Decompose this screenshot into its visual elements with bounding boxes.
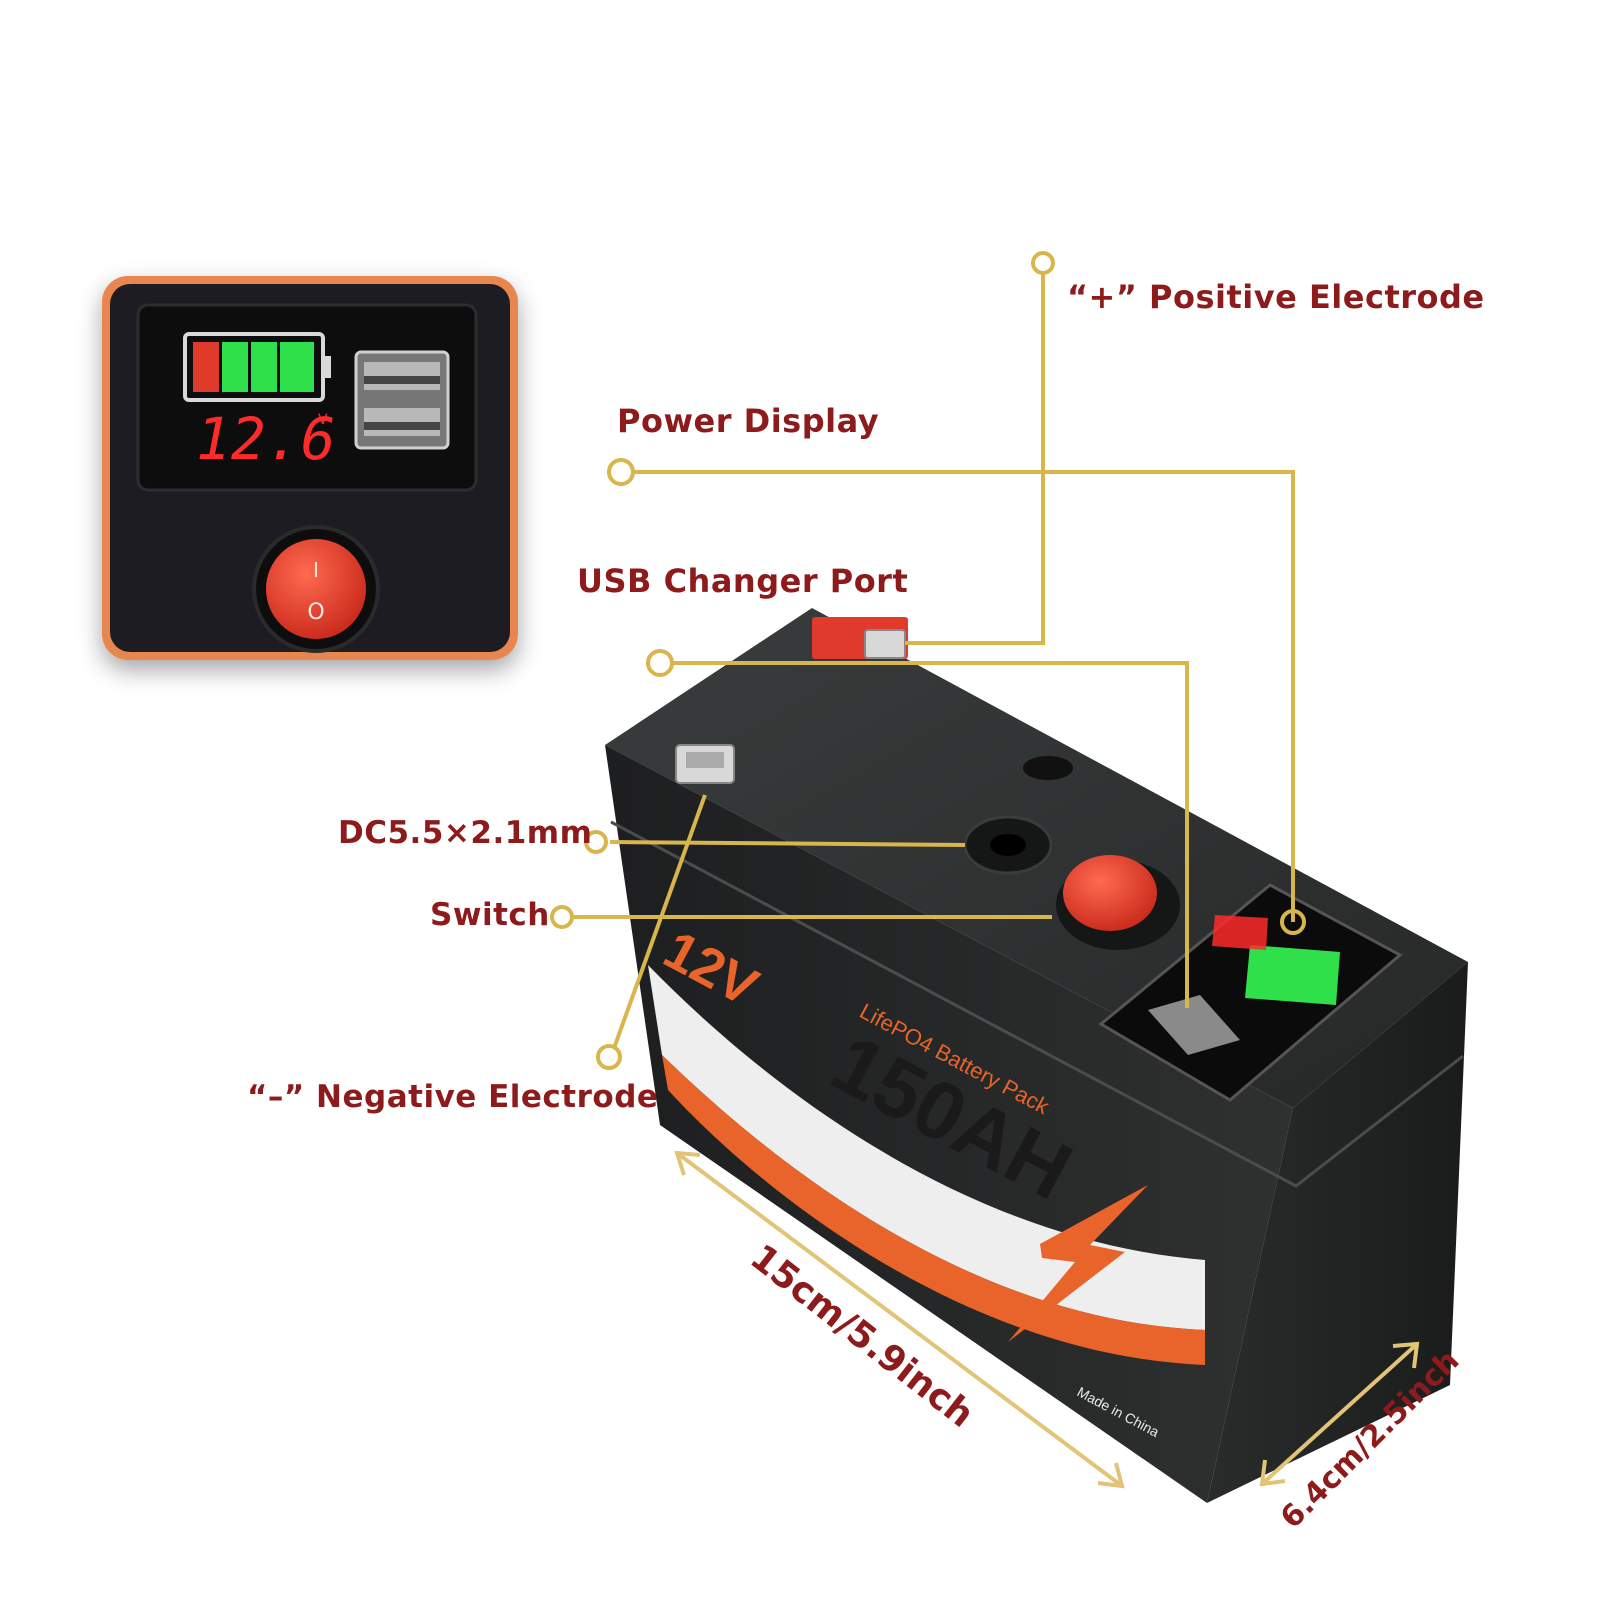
leader-negative: [611, 794, 707, 1052]
leader-dot-dc: [584, 830, 608, 854]
length-arrow: [675, 1151, 1124, 1488]
negative-electrode-label: “–” Negative Electrode: [247, 1079, 659, 1115]
bolt-logo-icon: [1008, 1185, 1148, 1342]
leader-usb: [673, 661, 1189, 1008]
usb-port-label: USB Changer Port: [577, 562, 909, 600]
leader-positive: [905, 272, 1045, 645]
leader-lines: [550, 251, 1306, 1070]
leader-dot-display-end: [1280, 909, 1306, 935]
leader-dc: [609, 840, 966, 847]
positive-electrode-label: “+” Positive Electrode: [1067, 278, 1485, 316]
inset-rocker-switch: I O: [252, 525, 380, 653]
power-display-label: Power Display: [617, 402, 880, 440]
inset-voltage-unit: V: [318, 412, 328, 428]
battery-level-icon: [183, 332, 331, 402]
leader-dot-switch: [550, 905, 574, 929]
battery: 12V LifePO4 Battery Pack 150AH Made in C…: [605, 608, 1468, 1503]
inset-closeup: 12.6 V I O: [102, 276, 518, 660]
inset-voltage-reading: 12.6: [196, 405, 336, 473]
battery-rocker-switch: [1056, 855, 1180, 950]
width-arrow: [1260, 1342, 1419, 1486]
usb-port-icon: [354, 350, 450, 450]
positive-terminal: [812, 617, 908, 659]
switch-off-mark: O: [307, 600, 324, 625]
label-swoosh-orange: [662, 1055, 1205, 1365]
switch-label: Switch: [430, 897, 550, 933]
dc-jack-label: DC5.5×2.1mm: [338, 815, 593, 851]
dimension-arrows: [674, 1150, 1420, 1489]
negative-terminal: [675, 744, 735, 784]
leader-dot-negative: [596, 1044, 622, 1070]
battery-side-face: [1207, 962, 1468, 1503]
leader-dot-power-display: [607, 458, 635, 486]
leader-dot-positive: [1031, 251, 1055, 275]
leader-dot-usb: [646, 649, 674, 677]
battery-display-panel: [1098, 883, 1403, 1102]
leader-power-display: [632, 470, 1295, 922]
switch-on-mark: I: [313, 558, 319, 582]
